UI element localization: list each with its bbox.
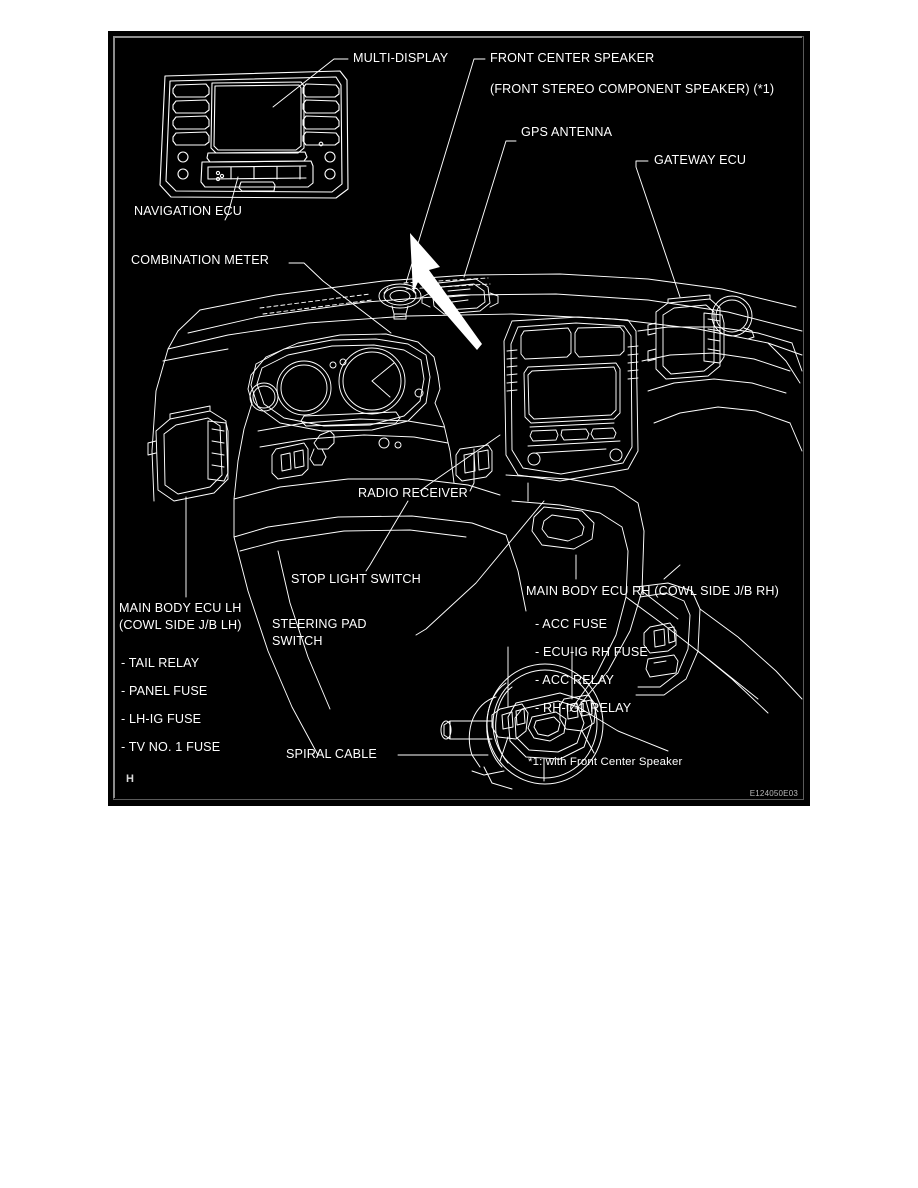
rh-item-2: - ACC RELAY (535, 673, 615, 687)
combination-meter (247, 333, 441, 432)
label-stop-light-switch: STOP LIGHT SWITCH (291, 572, 421, 586)
label-main-body-ecu-lh-line1: MAIN BODY ECU LH (119, 601, 242, 615)
center-console (505, 474, 701, 712)
label-gateway-ecu: GATEWAY ECU (654, 153, 747, 167)
dashboard-line-art (147, 58, 803, 790)
label-navigation-ecu: NAVIGATION ECU (134, 204, 242, 218)
label-gps-antenna: GPS ANTENNA (521, 125, 613, 139)
gps-antenna-module (421, 278, 499, 315)
dashboard-assembly (147, 273, 803, 756)
label-spiral-cable: SPIRAL CABLE (286, 747, 377, 761)
figure-panel: MULTI-DISPLAY FRONT CENTER SPEAKER (FRON… (108, 31, 810, 806)
label-main-body-ecu-lh-line2: (COWL SIDE J/B LH) (119, 618, 242, 632)
label-combination-meter: COMBINATION METER (131, 253, 270, 267)
main-body-ecu-lh-module (147, 405, 229, 502)
label-multi-display: MULTI-DISPLAY (353, 51, 449, 65)
label-front-center-speaker: FRONT CENTER SPEAKER (490, 51, 655, 65)
label-steering-pad-switch-line2: SWITCH (272, 634, 323, 648)
multi-display-unit (159, 70, 349, 199)
label-main-body-ecu-rh: MAIN BODY ECU RH (COWL SIDE J/B RH) (526, 584, 779, 598)
label-radio-receiver: RADIO RECEIVER (358, 486, 468, 500)
lh-item-3: - TV NO. 1 FUSE (121, 740, 221, 754)
figure-id: E124050E03 (749, 789, 798, 798)
corner-marker: H (126, 773, 134, 785)
center-stack (503, 316, 639, 482)
rh-item-1: - ECU-IG RH FUSE (535, 645, 648, 659)
label-steering-pad-switch-line1: STEERING PAD (272, 617, 367, 631)
footnote: *1: with Front Center Speaker (528, 756, 683, 768)
lh-item-2: - LH-IG FUSE (121, 712, 202, 726)
lh-item-0: - TAIL RELAY (121, 656, 200, 670)
leader-lines (185, 58, 681, 756)
front-center-speaker (378, 283, 422, 320)
steering-wheel (440, 663, 604, 790)
label-front-stereo-component-speaker: (FRONT STEREO COMPONENT SPEAKER) (*1) (490, 82, 775, 96)
callout-arrow (410, 233, 482, 350)
gateway-ecu-module (647, 294, 725, 380)
rh-item-3: - RH-IG1 RELAY (535, 701, 632, 715)
rh-item-0: - ACC FUSE (535, 617, 608, 631)
lh-item-1: - PANEL FUSE (121, 684, 208, 698)
